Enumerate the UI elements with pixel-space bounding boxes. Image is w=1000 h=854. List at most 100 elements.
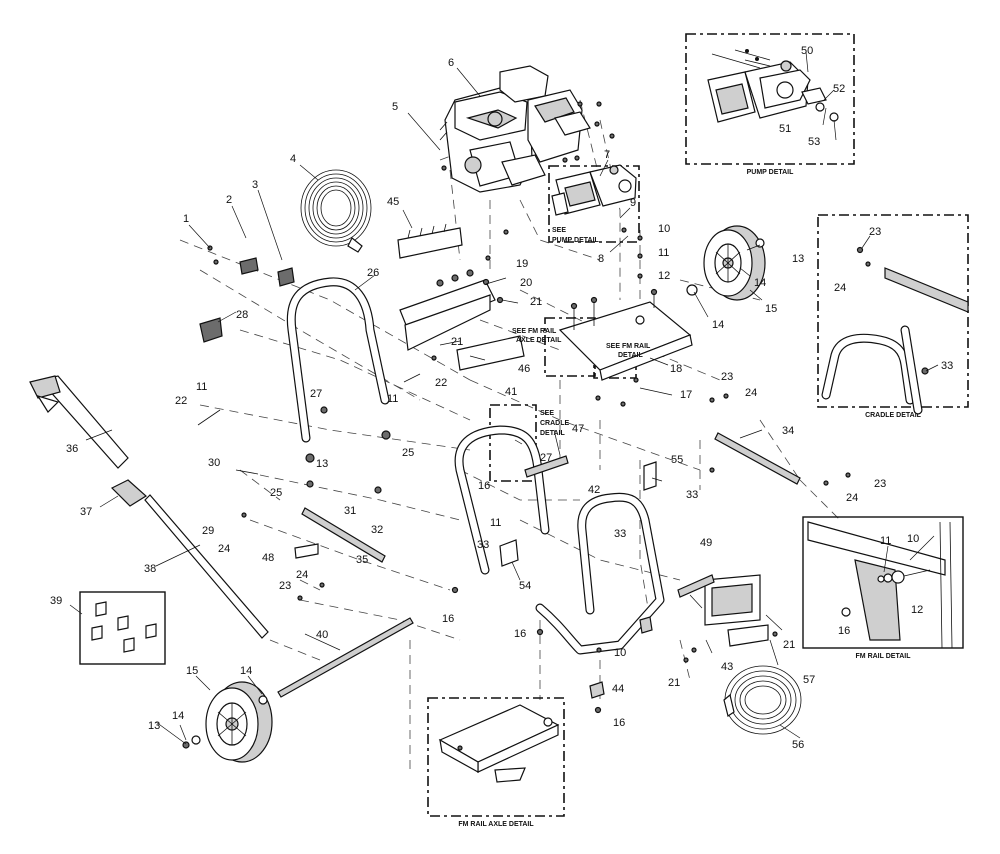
callout-16: 16 xyxy=(514,628,526,640)
callout-10: 10 xyxy=(907,533,919,545)
pump-detail-caption: PUMP DETAIL xyxy=(747,169,795,176)
wheel-icon xyxy=(703,225,766,301)
base-plate-icon xyxy=(558,301,693,381)
callout-55: 55 xyxy=(671,454,683,466)
fm-rail-detail-drawing xyxy=(807,521,953,649)
nozzle-set-box xyxy=(79,591,166,665)
pump-icon xyxy=(551,164,637,216)
callout-26: 26 xyxy=(367,267,379,279)
callout-25: 25 xyxy=(402,447,414,459)
callout-10: 10 xyxy=(658,223,670,235)
pump-detail-box: PUMP DETAIL xyxy=(685,33,855,176)
callout-4: 4 xyxy=(290,153,296,165)
cross-member-35 xyxy=(301,507,386,563)
callout-42: 42 xyxy=(588,484,600,496)
see-pump-note: SEE xyxy=(552,227,566,234)
bracket-icon xyxy=(399,269,496,351)
see-cradle-note: SEE xyxy=(540,410,554,417)
callout-40: 40 xyxy=(316,629,328,641)
callout-54: 54 xyxy=(519,580,531,592)
callout-16: 16 xyxy=(442,613,454,625)
callout-24: 24 xyxy=(218,543,230,555)
callout-41: 41 xyxy=(505,386,517,398)
callout-21: 21 xyxy=(783,639,795,651)
rear-wheel-icon xyxy=(205,681,273,763)
see-fm-rail-note: SEE FM RAIL xyxy=(606,343,651,350)
callout-23: 23 xyxy=(869,226,881,238)
callout-21: 21 xyxy=(451,336,463,348)
callout-37: 37 xyxy=(80,506,92,518)
callout-frame-pump xyxy=(548,165,640,243)
callout-14: 14 xyxy=(172,710,184,722)
cradle-detail-caption: CRADLE DETAIL xyxy=(865,412,922,419)
high-pressure-hose-icon xyxy=(723,665,802,735)
callout-22: 22 xyxy=(435,377,447,389)
fm-rail-detail-caption: FM RAIL DETAIL xyxy=(856,653,912,660)
callout-1: 1 xyxy=(183,213,189,225)
hose-hanger-icon xyxy=(397,223,463,259)
callout-14: 14 xyxy=(240,665,252,677)
cradle-detail-drawing xyxy=(821,246,969,415)
callout-2: 2 xyxy=(226,194,232,206)
callout-16: 16 xyxy=(478,480,490,492)
fm-rail-axle-detail-drawing xyxy=(438,704,560,783)
callout-11: 11 xyxy=(880,535,891,547)
callout-46: 46 xyxy=(518,363,530,375)
frame-rear-icon xyxy=(535,492,665,655)
callout-19: 19 xyxy=(516,258,528,270)
handle-frame-icon xyxy=(286,277,390,443)
lance-icon xyxy=(110,479,269,639)
callout-38: 38 xyxy=(144,563,156,575)
callout-32: 32 xyxy=(371,524,383,536)
callout-31: 31 xyxy=(344,505,356,517)
callout-6: 6 xyxy=(448,57,454,69)
callout-12: 12 xyxy=(911,604,923,616)
spray-gun-icon xyxy=(29,375,129,469)
callout-33: 33 xyxy=(477,539,489,551)
callout-27: 27 xyxy=(310,388,322,400)
axle-icon xyxy=(277,617,414,698)
callout-frame-cradle xyxy=(489,404,537,482)
fm-rail-detail-box: FM RAIL DETAIL xyxy=(802,516,964,660)
callout-20: 20 xyxy=(520,277,532,289)
callout-15: 15 xyxy=(765,303,777,315)
callout-53: 53 xyxy=(808,136,820,148)
engine-icon xyxy=(439,65,591,193)
callout-50: 50 xyxy=(801,45,813,57)
callout-24: 24 xyxy=(745,387,757,399)
fm-rail-axle-detail-box: FM RAIL AXLE DETAIL xyxy=(427,697,565,828)
callout-39: 39 xyxy=(50,595,62,607)
callout-48: 48 xyxy=(262,552,274,564)
callout-30: 30 xyxy=(208,457,220,469)
callout-33: 33 xyxy=(614,528,626,540)
callout-21: 21 xyxy=(530,296,542,308)
callout-7: 7 xyxy=(604,149,610,161)
callout-13: 13 xyxy=(316,458,328,470)
callout-22: 22 xyxy=(175,395,187,407)
callout-23: 23 xyxy=(874,478,886,490)
callout-23: 23 xyxy=(279,580,291,592)
callout-34: 34 xyxy=(782,425,794,437)
cross-member-34 xyxy=(714,432,801,485)
see-fm-rail-axle-note: AXLE DETAIL xyxy=(516,337,562,344)
callout-21: 21 xyxy=(668,677,680,689)
clips xyxy=(499,461,657,699)
fm-rail-axle-detail-caption: FM RAIL AXLE DETAIL xyxy=(458,821,534,828)
hardware-parts xyxy=(197,101,851,714)
see-fm-rail-axle-note: SEE FM RAIL xyxy=(512,328,557,335)
callout-24: 24 xyxy=(846,492,858,504)
callout-16: 16 xyxy=(838,625,850,637)
callout-11: 11 xyxy=(490,517,501,529)
callout-14: 14 xyxy=(712,319,724,331)
decals xyxy=(294,335,769,647)
callout-25: 25 xyxy=(270,487,282,499)
callout-13: 13 xyxy=(148,720,160,732)
callout-49: 49 xyxy=(700,537,712,549)
see-pump-note: PUMP DETAIL xyxy=(552,237,600,244)
callout-8: 8 xyxy=(598,253,604,265)
callout-43: 43 xyxy=(721,661,733,673)
callout-35: 35 xyxy=(356,554,368,566)
callout-3: 3 xyxy=(252,179,258,191)
callout-57: 57 xyxy=(803,674,815,686)
